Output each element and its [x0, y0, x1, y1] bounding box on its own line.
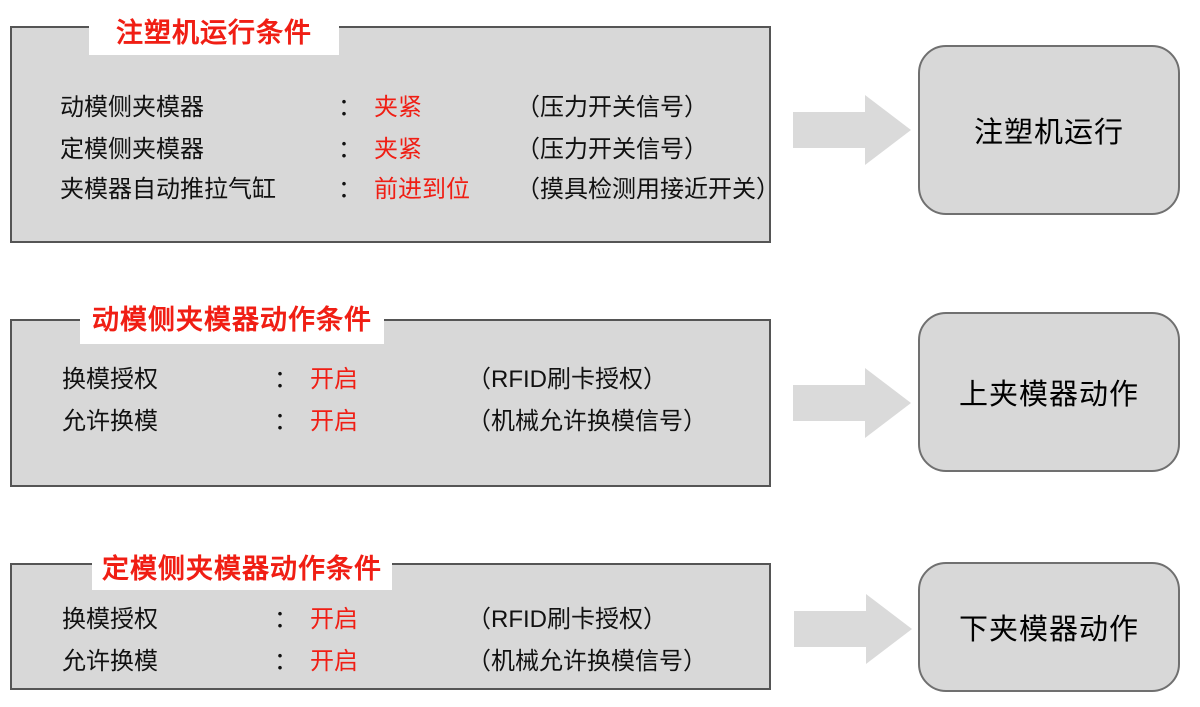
condition-value-cell: ： 开启	[274, 407, 467, 437]
condition-title-label-fixed-side-clamp: 定模侧夹模器动作条件	[92, 542, 392, 590]
condition-row: 换模授权 ： 开启 （RFID刷卡授权）	[12, 365, 763, 395]
condition-title-injection-run: 注塑机运行条件	[116, 17, 312, 48]
condition-name: 定模侧夹模器	[60, 136, 204, 163]
condition-row: 定模侧夹模器 ： 夹紧 （压力开关信号）	[12, 135, 763, 165]
colon-separator: ：	[274, 408, 298, 435]
condition-box-moving-side-clamp: 动模侧夹模器动作条件 换模授权 ： 开启 （RFID刷卡授权） 允许换模 ： 开启 …	[10, 290, 771, 487]
condition-row: 动模侧夹模器 ： 夹紧 （压力开关信号）	[12, 93, 763, 123]
result-label: 注塑机运行	[973, 117, 1124, 149]
condition-value-cell: ： 开启	[274, 365, 467, 395]
arrow-right-icon	[793, 368, 911, 438]
condition-value: 开启	[310, 606, 358, 633]
condition-value: 前进到位	[374, 176, 470, 203]
condition-name: 动模侧夹模器	[60, 94, 204, 121]
condition-note: （摸具检测用接近开关）	[516, 176, 780, 203]
condition-value-cell: ： 夹紧	[338, 135, 516, 165]
colon-separator: ：	[338, 94, 362, 121]
colon-separator: ：	[338, 136, 362, 163]
condition-value: 开启	[310, 366, 358, 393]
condition-name: 夹模器自动推拉气缸	[60, 176, 276, 203]
colon-separator: ：	[274, 366, 298, 393]
condition-name: 允许换模	[62, 648, 158, 675]
condition-note: （机械允许换模信号）	[467, 408, 707, 435]
result-label: 上夹模器动作	[958, 379, 1139, 411]
condition-row: 换模授权 ： 开启 （RFID刷卡授权）	[12, 605, 763, 635]
condition-name: 换模授权	[62, 606, 158, 633]
result-node-lower-clamp-action: 下夹模器动作	[918, 562, 1180, 692]
condition-row: 夹模器自动推拉气缸 ： 前进到位 （摸具检测用接近开关）	[12, 175, 780, 205]
arrow-right-icon	[794, 594, 912, 664]
condition-title-label-injection-run: 注塑机运行条件	[89, 5, 339, 55]
condition-box-injection-run: 注塑机运行条件 动模侧夹模器 ： 夹紧 （压力开关信号） 定模侧夹模器 ： 夹紧 （…	[10, 5, 780, 243]
colon-separator: ：	[274, 606, 298, 633]
condition-value-cell: ： 开启	[274, 647, 467, 677]
result-node-injection-run: 注塑机运行	[918, 45, 1180, 215]
condition-note: （压力开关信号）	[516, 136, 708, 163]
condition-box-fixed-side-clamp: 定模侧夹模器动作条件 换模授权 ： 开启 （RFID刷卡授权） 允许换模 ： 开启 …	[10, 542, 771, 690]
condition-title-fixed-side-clamp: 定模侧夹模器动作条件	[102, 553, 382, 584]
condition-value-cell: ： 夹紧	[338, 93, 516, 123]
condition-name: 允许换模	[62, 408, 158, 435]
condition-name: 换模授权	[62, 366, 158, 393]
condition-title-moving-side-clamp: 动模侧夹模器动作条件	[92, 304, 372, 335]
colon-separator: ：	[338, 176, 362, 203]
condition-value: 开启	[310, 648, 358, 675]
colon-separator: ：	[274, 648, 298, 675]
condition-note: （RFID刷卡授权）	[467, 366, 667, 393]
condition-value: 夹紧	[374, 94, 422, 121]
condition-row: 允许换模 ： 开启 （机械允许换模信号）	[12, 647, 763, 677]
condition-note: （机械允许换模信号）	[467, 648, 707, 675]
condition-value-cell: ： 开启	[274, 605, 467, 635]
condition-value-cell: ： 前进到位	[338, 175, 516, 205]
condition-note: （RFID刷卡授权）	[467, 606, 667, 633]
condition-value: 开启	[310, 408, 358, 435]
condition-value: 夹紧	[374, 136, 422, 163]
result-node-upper-clamp-action: 上夹模器动作	[918, 312, 1180, 472]
condition-row: 允许换模 ： 开启 （机械允许换模信号）	[12, 407, 763, 437]
arrow-right-icon	[793, 95, 911, 165]
condition-title-label-moving-side-clamp: 动模侧夹模器动作条件	[80, 290, 384, 344]
condition-note: （压力开关信号）	[516, 94, 708, 121]
result-label: 下夹模器动作	[958, 614, 1139, 646]
